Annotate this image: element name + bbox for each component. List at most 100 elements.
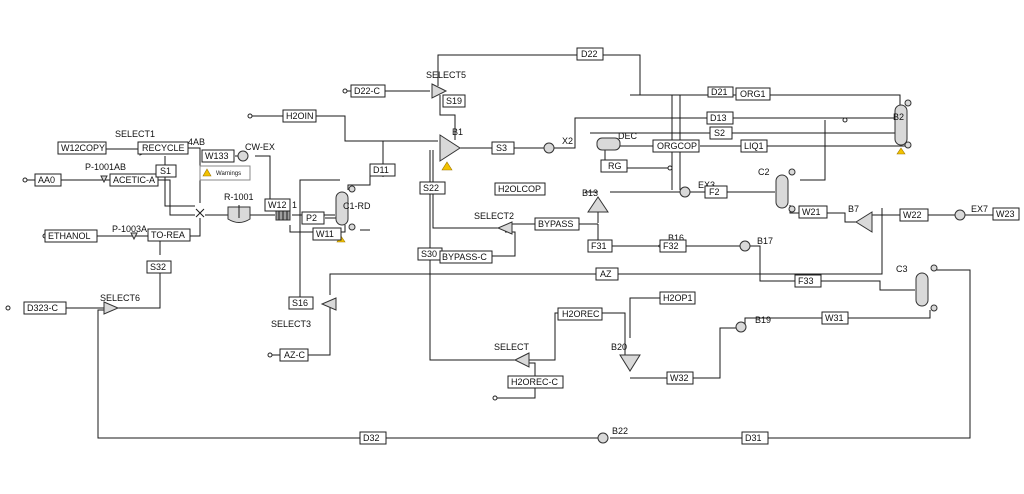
- block-select3[interactable]: SELECT3: [271, 297, 337, 329]
- stream-az[interactable]: AZ: [595, 267, 619, 281]
- block-w12-hx[interactable]: 1: [275, 200, 297, 221]
- svg-text:RECYCLE: RECYCLE: [142, 143, 185, 153]
- svg-text:Warnings: Warnings: [216, 171, 241, 177]
- block-x2[interactable]: X2: [543, 136, 573, 154]
- stream-h2orec-c[interactable]: H2OREC-C: [507, 375, 564, 389]
- svg-text:B2: B2: [893, 112, 904, 122]
- stream-s1[interactable]: S1: [155, 164, 177, 178]
- svg-text:B19: B19: [755, 315, 771, 325]
- stream-w23[interactable]: W23: [992, 207, 1020, 221]
- stream-w133[interactable]: W133: [201, 149, 235, 163]
- stream-s32[interactable]: S32: [146, 260, 172, 274]
- svg-text:B20: B20: [611, 342, 627, 352]
- stream-s2[interactable]: S2: [709, 126, 733, 140]
- stream-az-c[interactable]: AZ-C: [279, 348, 309, 362]
- stream-w12copy[interactable]: W12COPY: [57, 141, 107, 155]
- block-b22[interactable]: B22: [597, 426, 628, 444]
- stream-org1[interactable]: ORG1: [735, 87, 771, 101]
- svg-text:H2OP1: H2OP1: [663, 293, 693, 303]
- block-select5[interactable]: SELECT5: [426, 70, 466, 99]
- block-ex3[interactable]: EX3: [679, 180, 715, 198]
- stream-to-rea[interactable]: TO-REA: [147, 228, 191, 242]
- stream-h2orec[interactable]: H2OREC: [557, 307, 603, 321]
- svg-text:B22: B22: [612, 426, 628, 436]
- stream-f31[interactable]: F31: [587, 239, 613, 253]
- warning-icon-panel: [202, 168, 212, 177]
- block-b19[interactable]: B19: [735, 315, 771, 333]
- stream-s22[interactable]: S22: [419, 181, 446, 195]
- stream-h2oin[interactable]: H2OIN: [282, 109, 317, 123]
- stream-f2[interactable]: F2: [704, 185, 728, 199]
- stream-w11[interactable]: W11: [312, 227, 342, 241]
- block-b17[interactable]: B17: [739, 236, 773, 252]
- block-cwex[interactable]: CW-EX: [237, 142, 275, 162]
- stream-rg[interactable]: RG: [600, 159, 628, 173]
- block-c2[interactable]: C2: [758, 167, 796, 213]
- stream-s19[interactable]: S19: [442, 94, 466, 108]
- block-select2[interactable]: SELECT2: [474, 211, 514, 235]
- svg-text:ORGCOP: ORGCOP: [657, 141, 697, 151]
- block-c3[interactable]: C3: [896, 264, 938, 312]
- svg-text:SELECT3: SELECT3: [271, 319, 311, 329]
- svg-text:S2: S2: [714, 128, 725, 138]
- stream-f32[interactable]: F32: [659, 239, 687, 253]
- block-b20[interactable]: B20: [611, 342, 641, 372]
- stream-w32[interactable]: W32: [666, 371, 694, 385]
- stream-d22[interactable]: D22: [576, 47, 604, 61]
- svg-text:W12: W12: [268, 200, 287, 210]
- stream-w22[interactable]: W22: [899, 208, 929, 222]
- svg-text:S22: S22: [423, 183, 439, 193]
- stream-d32[interactable]: D32: [359, 431, 387, 445]
- stream-aa0[interactable]: AA0: [34, 173, 62, 187]
- stream-labels: D22 D22-C S19 H2OIN D21 ORG1 D13 S2 S3 O…: [23, 47, 1020, 445]
- block-b7[interactable]: B7: [848, 204, 873, 233]
- svg-text:F2: F2: [709, 187, 720, 197]
- stream-d22-c[interactable]: D22-C: [350, 84, 386, 98]
- block-p1001ab[interactable]: P-1001AB: [85, 162, 126, 184]
- stream-d13[interactable]: D13: [706, 111, 734, 125]
- block-ex7[interactable]: EX7: [954, 204, 988, 221]
- svg-text:S30: S30: [421, 249, 437, 259]
- block-dec[interactable]: DEC: [596, 131, 638, 151]
- block-select6[interactable]: SELECT6: [100, 293, 140, 315]
- svg-text:P-1001AB: P-1001AB: [85, 162, 126, 172]
- stream-bypass[interactable]: BYPASS: [534, 217, 580, 231]
- block-r1001[interactable]: R-1001: [224, 192, 254, 223]
- block-b2[interactable]: B2: [893, 99, 912, 155]
- stream-w12[interactable]: W12: [264, 198, 291, 212]
- block-mixer[interactable]: [195, 208, 205, 218]
- svg-text:W32: W32: [670, 373, 689, 383]
- block-select4[interactable]: SELECT: [494, 342, 530, 368]
- stream-w31[interactable]: W31: [821, 311, 849, 325]
- block-b1[interactable]: B1: [439, 127, 463, 171]
- stream-d323-c[interactable]: D323-C: [23, 301, 67, 315]
- block-b13[interactable]: B13: [582, 188, 609, 213]
- stream-p2[interactable]: P2: [301, 211, 325, 225]
- svg-text:D11: D11: [373, 165, 389, 175]
- stream-h2olcop[interactable]: H2OLCOP: [494, 182, 546, 196]
- stream-acetic-a[interactable]: ACETIC-A: [109, 173, 159, 187]
- stream-ethanol[interactable]: ETHANOL: [44, 229, 98, 243]
- svg-text:B1: B1: [452, 127, 463, 137]
- stream-d11[interactable]: D11: [369, 163, 396, 177]
- stream-s3[interactable]: S3: [491, 141, 515, 155]
- stream-s30[interactable]: S30: [417, 247, 443, 261]
- stream-h2op1[interactable]: H2OP1: [659, 291, 696, 305]
- stream-w21[interactable]: W21: [798, 205, 828, 219]
- stream-recycle[interactable]: RECYCLE: [137, 141, 189, 155]
- svg-text:R-1001: R-1001: [224, 192, 254, 202]
- stream-d21[interactable]: D21: [707, 86, 734, 98]
- svg-text:W31: W31: [825, 313, 844, 323]
- stream-orgcop[interactable]: ORGCOP: [652, 139, 700, 153]
- stream-d31[interactable]: D31: [741, 431, 769, 445]
- stream-f33[interactable]: F33: [794, 274, 822, 288]
- stream-liq1[interactable]: LIQ1: [740, 139, 768, 153]
- svg-text:S16: S16: [292, 298, 308, 308]
- svg-text:EX7: EX7: [971, 204, 988, 214]
- warnings-panel[interactable]: Warnings: [199, 165, 251, 181]
- svg-text:DEC: DEC: [618, 131, 638, 141]
- stream-s16[interactable]: S16: [288, 296, 314, 310]
- block-p1003a[interactable]: P-1003A: [112, 224, 147, 241]
- stream-bypass-c[interactable]: BYPASS-C: [439, 250, 493, 264]
